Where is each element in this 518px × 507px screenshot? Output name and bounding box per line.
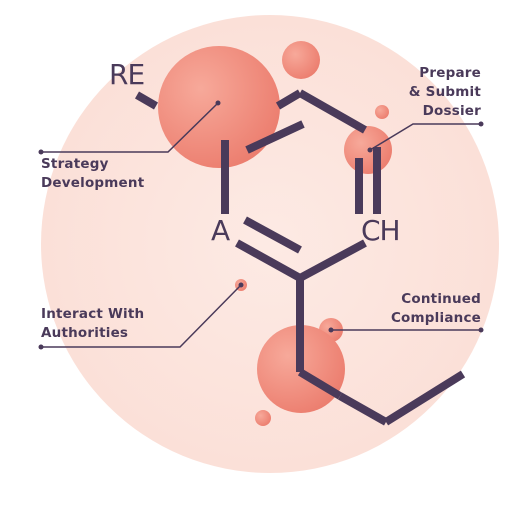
authorities-leader-dot	[238, 282, 244, 288]
dossier-label-line2: & Submit	[408, 84, 481, 100]
strategy-leader	[41, 102, 219, 153]
atom-ch: CH	[361, 214, 401, 247]
compliance-label-line2: Compliance	[390, 310, 481, 326]
compliance-label-line1: Continued	[401, 291, 481, 307]
bond-bottom-left	[235, 239, 302, 282]
bond-top-left-stub	[275, 89, 303, 110]
compliance-leader-dot	[328, 327, 334, 333]
tiny-bubble-dossier	[375, 105, 389, 119]
strategy-leader-dot	[215, 100, 221, 106]
bond-tail-1	[297, 368, 343, 400]
dossier-leader-dot	[367, 147, 373, 153]
molecule-bonds	[134, 89, 466, 426]
compliance-leader-end	[478, 327, 484, 333]
dossier-label-line1: Prepare	[419, 65, 481, 81]
atom-re: RE	[109, 58, 145, 91]
strategy-label: Strategy Development	[41, 155, 144, 193]
compliance-label: Continued Compliance	[381, 290, 481, 328]
bond-inner-top-left	[245, 120, 305, 154]
authorities-label-line1: Interact With	[41, 306, 145, 322]
leader-lines	[38, 100, 484, 350]
dossier-label: Prepare & Submit Dossier	[396, 64, 481, 121]
dossier-leader	[369, 123, 481, 151]
dossier-label-line3: Dossier	[422, 103, 481, 119]
background-circle	[41, 15, 499, 473]
small-bubble-bottom	[255, 410, 271, 426]
authorities-label-line2: Authorities	[41, 325, 129, 341]
strategy-leader-end	[38, 149, 44, 155]
strategy-bubble	[158, 46, 280, 168]
atom-a: A	[211, 214, 230, 247]
authorities-label: Interact With Authorities	[41, 305, 144, 343]
strategy-label-line1: Strategy	[41, 156, 109, 172]
bond-top-right	[298, 89, 367, 134]
small-bubble-top	[282, 41, 320, 79]
bond-tail-2	[338, 392, 388, 426]
strategy-label-line2: Development	[41, 175, 145, 191]
bond-bottom-right	[298, 239, 367, 282]
bond-inner-bottom-left	[243, 216, 302, 254]
authorities-leader-end	[38, 344, 44, 350]
dossier-leader-end	[478, 121, 484, 127]
bond-re	[134, 91, 159, 110]
authorities-leader	[41, 284, 242, 348]
bond-tail-3	[383, 370, 466, 426]
